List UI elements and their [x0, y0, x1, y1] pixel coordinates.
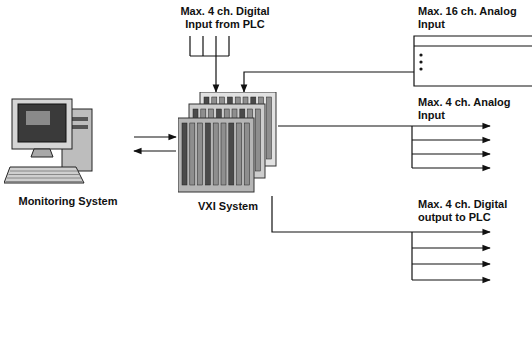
node-label: Monitoring System — [4, 195, 132, 208]
computer-picture — [4, 95, 132, 191]
vxi-rack-illustration — [178, 92, 276, 192]
io-label: Max. 4 ch. Digital output to PLC — [418, 198, 528, 224]
analog-output-lines — [278, 126, 490, 168]
analog-input-block — [244, 36, 532, 92]
vxi-rack: VXI System — [178, 92, 278, 213]
link-arrow — [134, 136, 176, 137]
rack-picture — [178, 92, 278, 196]
io-label: Max. 4 ch. Digital Input from PLC — [166, 5, 284, 31]
link-arrow — [134, 150, 176, 151]
monitoring-computer: Monitoring System — [4, 95, 132, 208]
computer-illustration — [4, 99, 92, 183]
io-label: Max. 4 ch. Analog Input — [418, 96, 518, 122]
io-label: Max. 16 ch. Analog Input — [418, 5, 518, 31]
node-label: VXI System — [178, 200, 278, 213]
digital-input-lines — [190, 36, 229, 92]
